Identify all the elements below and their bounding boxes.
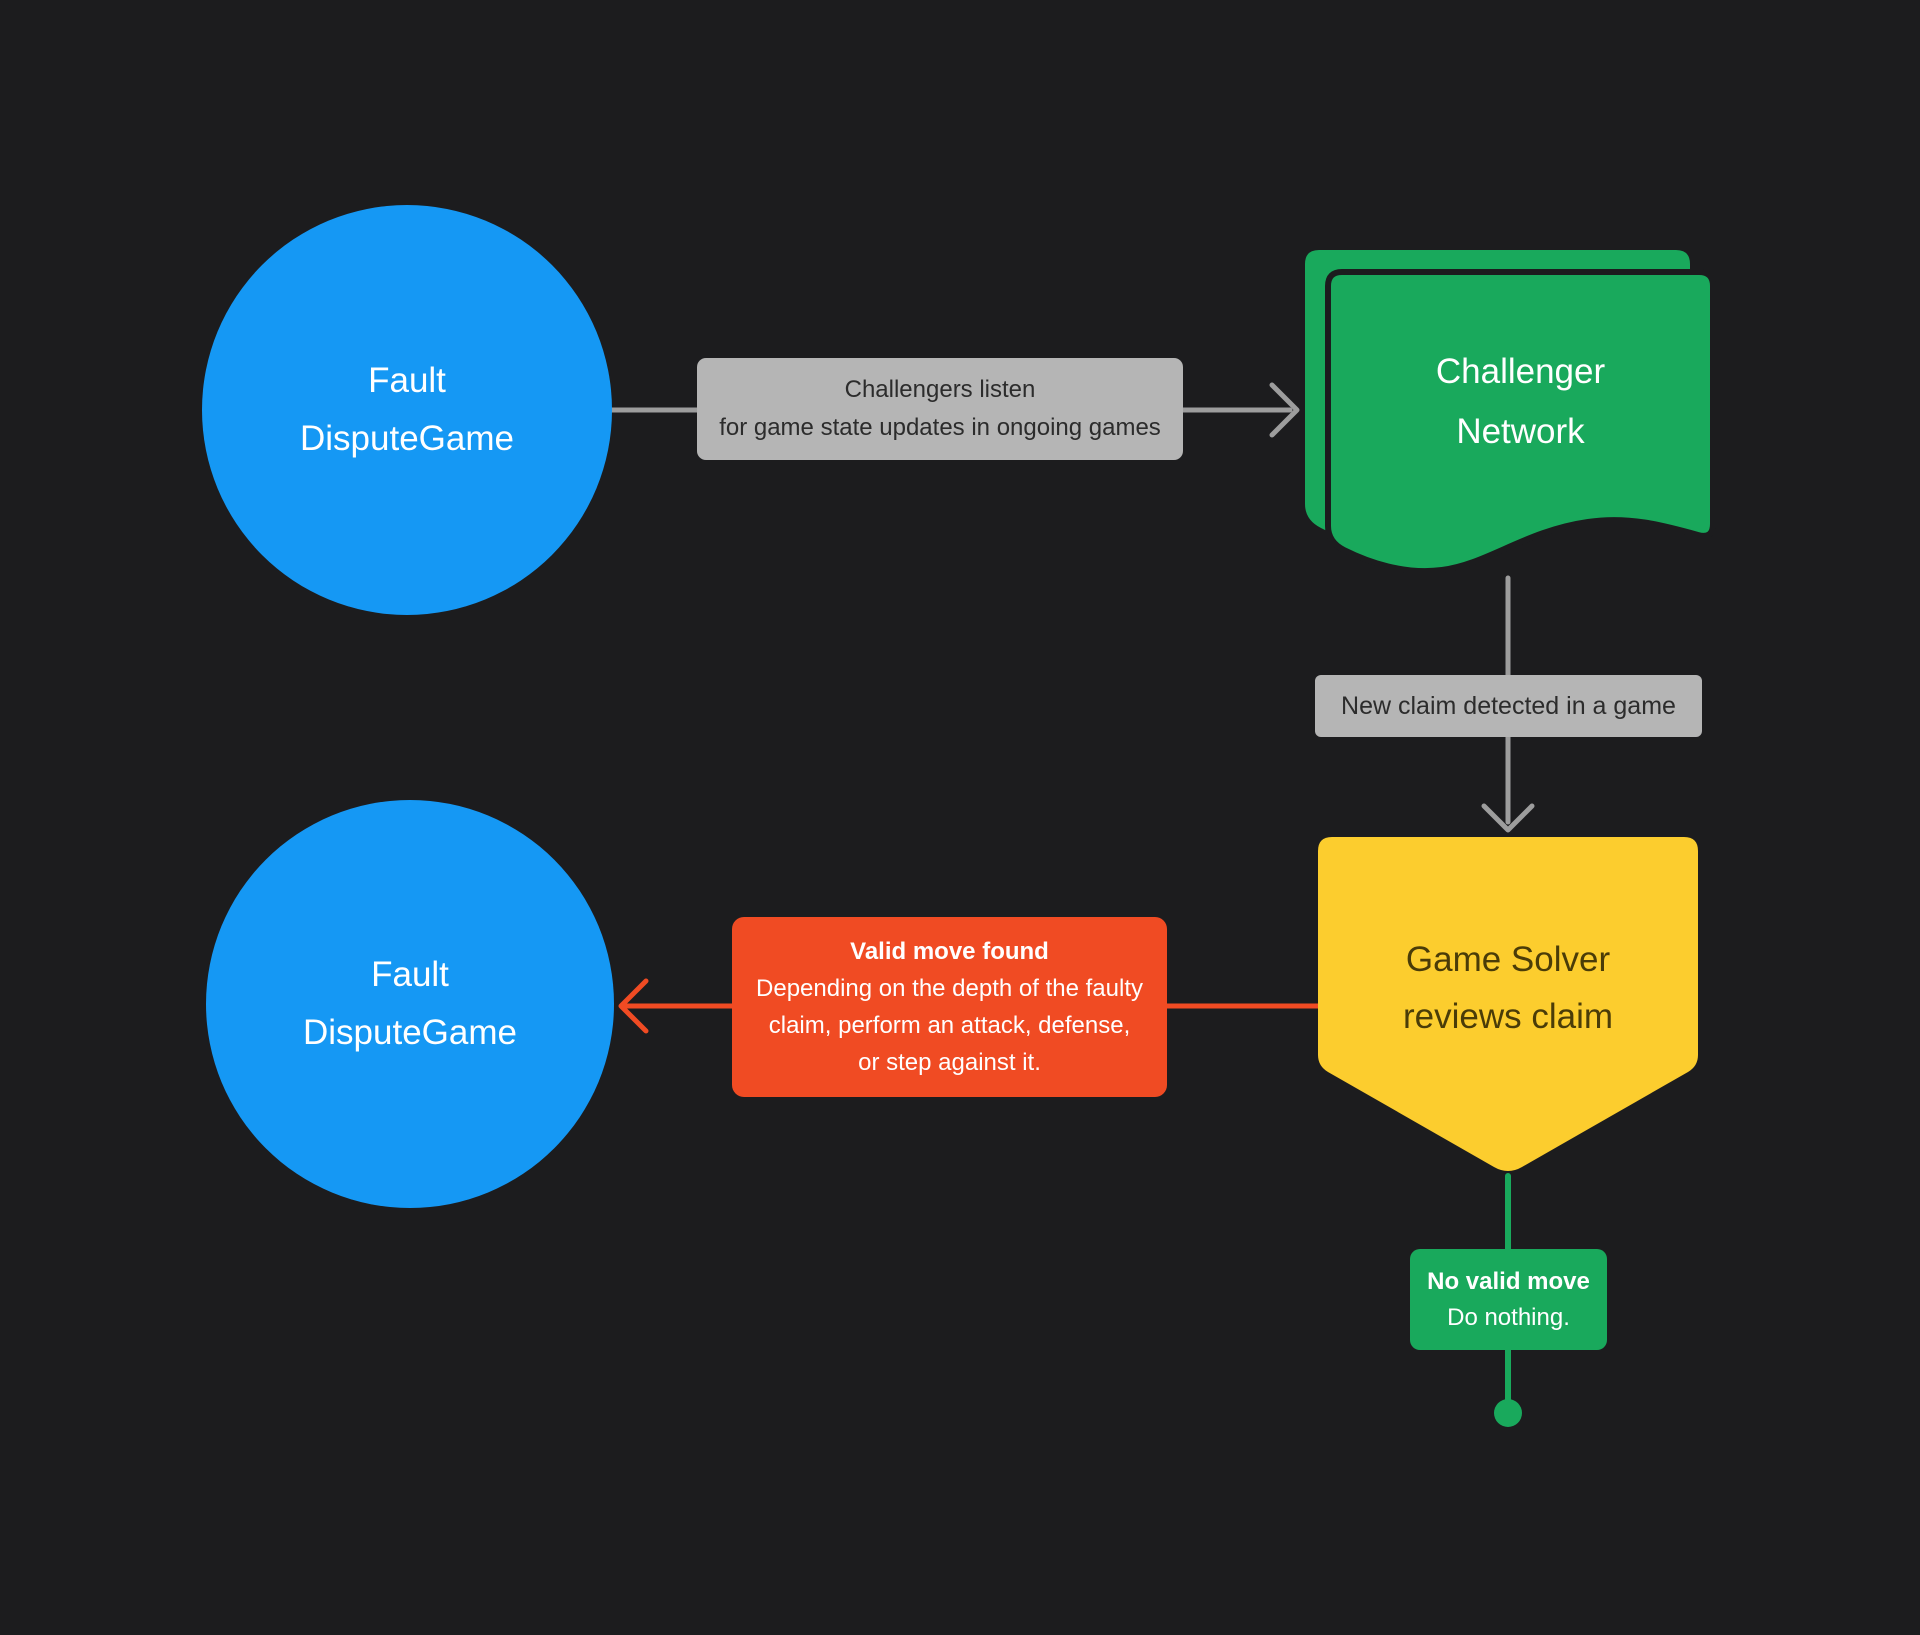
node-label-line: Challenger [1435, 352, 1606, 391]
edge-label-line: New claim detected in a game [1341, 691, 1676, 720]
node-fault-disputegame-bottom: Fault DisputeGame [206, 800, 614, 1208]
node-label-line: reviews claim [1402, 997, 1614, 1036]
arrowhead-right-icon [1269, 382, 1300, 438]
terminal-dot [1494, 1399, 1522, 1427]
edge-label-line: or step against it. [858, 1049, 1041, 1076]
banner-shape [1318, 837, 1698, 1171]
edge-label-valid-move: Valid move found Depending on the depth … [732, 917, 1167, 1097]
edge-label-line: Depending on the depth of the faulty [756, 975, 1143, 1002]
edge-label-line: Do nothing. [1447, 1303, 1570, 1331]
node-label-line: Fault [368, 361, 446, 400]
node-challenger-network-label: Challenger Network [1328, 342, 1713, 462]
edge-label-challengers-listen: Challengers listen for game state update… [697, 358, 1183, 460]
edge-label-line: for game state updates in ongoing games [719, 414, 1161, 441]
arrowhead-left-icon [618, 978, 649, 1034]
document-shape-front [1325, 269, 1716, 575]
edge-label-title: No valid move [1427, 1267, 1590, 1295]
edge-label-new-claim: New claim detected in a game [1315, 675, 1702, 737]
node-label-line: Network [1456, 412, 1585, 451]
node-fault-disputegame-top: Fault DisputeGame [202, 205, 612, 615]
edge-label-line: claim, perform an attack, defense, [768, 1012, 1131, 1039]
edge-label-title: Valid move found [850, 938, 1049, 965]
node-label-line: DisputeGame [303, 1013, 517, 1052]
edge-label-no-valid-move: No valid move Do nothing. [1410, 1249, 1607, 1350]
edge-label-line: Challengers listen [844, 376, 1036, 403]
node-game-solver-label: Game Solver reviews claim [1318, 931, 1698, 1045]
arrowhead-down-icon [1481, 803, 1535, 833]
node-label-line: Fault [371, 955, 449, 994]
node-label-line: DisputeGame [300, 419, 514, 458]
node-label-line: Game Solver [1405, 940, 1611, 979]
